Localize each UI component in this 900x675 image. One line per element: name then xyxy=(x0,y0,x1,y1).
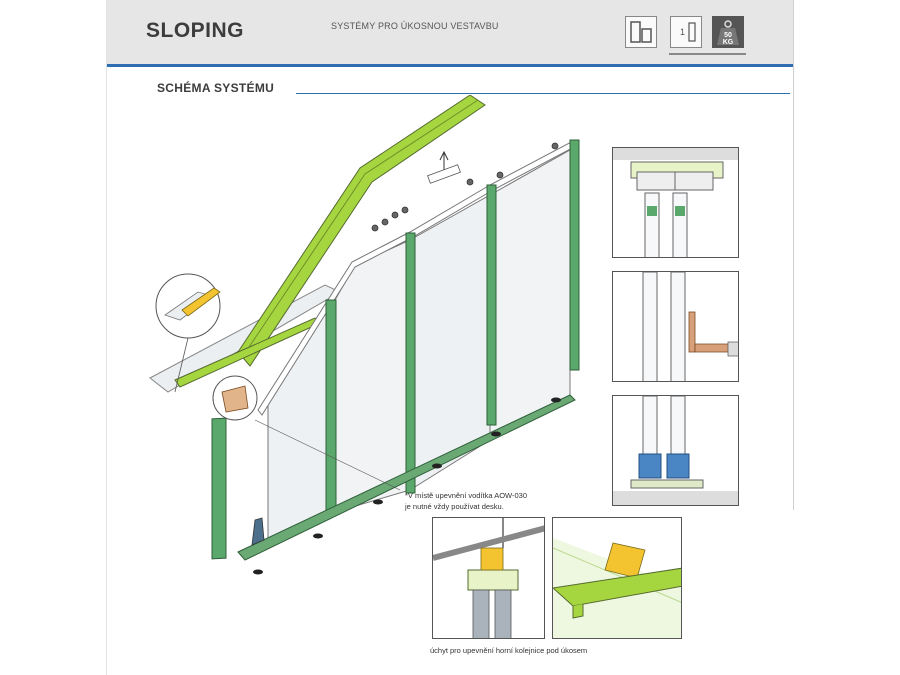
mount-caption: úchyt pro upevnění horní kolejnice pod ú… xyxy=(430,646,588,655)
document-header: SLOPING SYSTÉMY PRO ÚKOSNOU VESTAVBU 1 5… xyxy=(106,0,794,66)
mount-note: *V místě upevnění vodítka AOW-030 je nut… xyxy=(405,491,528,511)
page-subtitle: SYSTÉMY PRO ÚKOSNOU VESTAVBU xyxy=(331,21,499,31)
header-divider xyxy=(106,64,794,67)
section-title: SCHÉMA SYSTÉMU xyxy=(157,81,275,95)
detail-mount-bracket xyxy=(552,517,682,639)
section-divider xyxy=(296,93,790,94)
detail-top-track xyxy=(612,147,739,258)
weight-unit: KG xyxy=(722,39,734,46)
page-margin-right xyxy=(795,0,900,675)
page-right-border xyxy=(793,0,794,510)
page-left-border xyxy=(106,0,107,675)
single-track-icon: 1 xyxy=(670,16,702,48)
weight-label: 50 KG xyxy=(717,32,739,46)
detail-bottom-track xyxy=(612,395,739,506)
weight-icon: 50 KG xyxy=(712,16,744,48)
system-schema-drawing xyxy=(149,95,580,575)
track-count: 1 xyxy=(680,27,686,37)
icon-underline xyxy=(669,53,746,55)
weight-value: 50 xyxy=(724,32,732,39)
detail-roller-assembly xyxy=(432,517,545,639)
detail-side-profile xyxy=(612,271,739,382)
page-margin-left xyxy=(0,0,106,675)
page-title: SLOPING xyxy=(146,19,245,42)
door-panels-icon xyxy=(625,16,657,48)
